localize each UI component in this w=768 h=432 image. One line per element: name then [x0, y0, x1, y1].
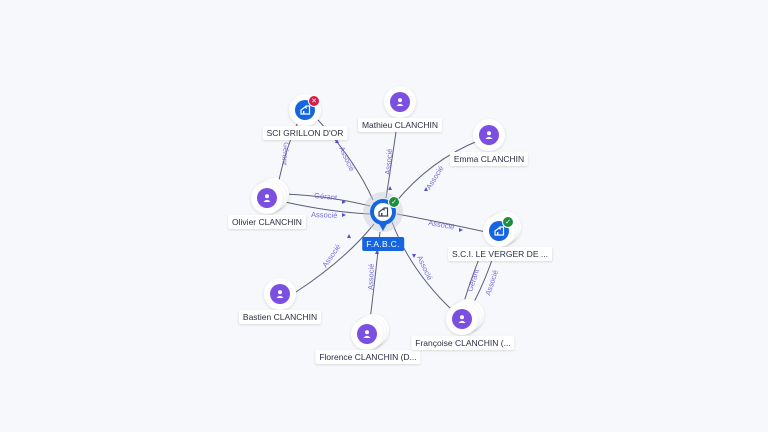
- pin-tip: [378, 222, 388, 231]
- node-label: S.C.I. LE VERGER DE ...: [448, 247, 552, 261]
- person-icon: [257, 188, 277, 208]
- edge-label: Associé: [483, 269, 500, 297]
- center-pin: [370, 199, 396, 225]
- arrow-marker: [388, 186, 392, 190]
- building-icon: [374, 203, 392, 221]
- arrow-marker: [459, 228, 463, 232]
- person-icon: [479, 125, 499, 145]
- node-label: Françoise CLANCHIN (...: [411, 336, 515, 350]
- node-label: Florence CLANCHIN (D...: [315, 350, 421, 364]
- node-label: Bastien CLANCHIN: [238, 310, 322, 324]
- edge-label: Associé: [424, 164, 446, 191]
- arrow-marker: [412, 254, 416, 258]
- edge-label: Gérant: [314, 191, 339, 202]
- edge-label: Gérant: [280, 142, 291, 167]
- closed-status-icon: ✕: [308, 95, 320, 107]
- node-label: Olivier CLANCHIN: [228, 215, 306, 229]
- center-label: F.A.B.C.: [362, 237, 404, 251]
- edge-label: Associé: [415, 254, 434, 282]
- arrow-marker: [347, 234, 351, 238]
- arrow-marker: [424, 187, 428, 191]
- edge-emma-center: [394, 139, 481, 204]
- arrow-marker: [342, 200, 346, 204]
- node-label: Mathieu CLANCHIN: [357, 118, 443, 132]
- edge-label: Associé: [366, 264, 376, 291]
- person-icon: [357, 324, 377, 344]
- person-icon: [452, 309, 472, 329]
- edge-center-sci-verger: [396, 213, 487, 233]
- person-icon: [270, 284, 290, 304]
- arrow-marker: [342, 213, 346, 217]
- node-label: Emma CLANCHIN: [449, 152, 529, 166]
- arrow-marker: [335, 139, 339, 143]
- edge-francoise-center: [391, 221, 453, 311]
- person-icon: [390, 92, 410, 112]
- edge-label: Associé: [428, 218, 455, 231]
- active-status-icon: ✓: [388, 196, 400, 208]
- edge-label: Gérant: [465, 267, 481, 292]
- edge-label: Associé: [311, 210, 338, 220]
- node-label: SCI GRILLON D'OR: [262, 126, 348, 140]
- edge-olivier-center-2: [284, 201, 371, 215]
- edge-olivier-center-1: [284, 193, 371, 207]
- edge-bastien-center: [295, 223, 375, 293]
- edge-label: Associé: [383, 148, 394, 175]
- edge-label: Associé: [320, 242, 342, 269]
- arrow-marker: [375, 250, 379, 254]
- edge-label: Associé: [337, 145, 356, 173]
- active-status-icon: ✓: [502, 216, 514, 228]
